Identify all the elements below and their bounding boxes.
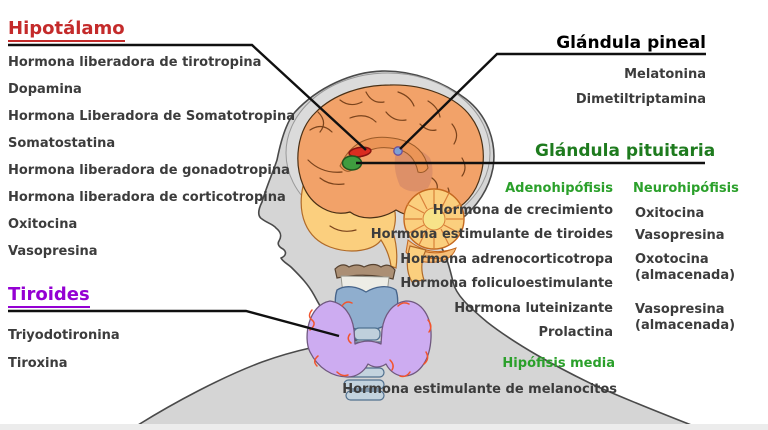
- hypothalamus-section-title: Hipotálamo: [8, 19, 125, 42]
- bottom-edge-strip: [0, 424, 768, 430]
- pars-intermedia-title: Hipófisis media: [502, 356, 615, 371]
- hormone-item: Hormona foliculoestimulante: [400, 276, 613, 292]
- thyroid-illustration: [306, 263, 432, 401]
- thyroid-hormone-list: Triyodotironina Tiroxina: [8, 321, 120, 377]
- hormone-item: Hormona de crecimiento: [432, 203, 613, 218]
- hormone-item: Hormona estimulante de melanocitos: [342, 382, 617, 397]
- pineal-leader-line: [399, 52, 706, 150]
- pineal-section: Glándula pineal Melatonina Dimetiltripta…: [556, 33, 706, 112]
- hypothalamus-hormone-list: Hormona liberadora de tirotropina Dopami…: [8, 49, 295, 265]
- hormone-item: Oxotocina (almacenada): [635, 252, 736, 283]
- hormone-item: Melatonina: [624, 67, 706, 82]
- hormone-item: Hormona liberadora de tirotropina: [8, 55, 262, 70]
- hormone-item: Tiroxina: [8, 355, 68, 371]
- hormone-item: Hormona adrenocorticotropa: [400, 251, 613, 267]
- hormone-item: Prolactina: [538, 324, 613, 340]
- hormone-item: Somatostatina: [8, 136, 116, 151]
- hormone-item: Hormona liberadora de gonadotropina: [8, 163, 290, 178]
- adenohypophysis-hormone-list: Hormona de crecimiento Hormona estimulan…: [371, 199, 613, 345]
- hormone-item: Triyodotironina: [8, 327, 120, 343]
- hormone-item: Dopamina: [8, 82, 82, 97]
- leader-lines: [8, 43, 706, 338]
- hormone-item: Vasopresina (almacenada): [635, 302, 736, 333]
- neurohypophysis-column-title: Neurohipófisis: [633, 181, 739, 196]
- pituitary-section-title: Glándula pituitaria: [535, 141, 716, 161]
- hormone-item: Vasopresina: [8, 244, 98, 259]
- hormone-item: Vasopresina: [635, 228, 725, 243]
- thyroid-leader-line: [8, 309, 340, 338]
- hypothalamus-leader-line: [8, 43, 367, 151]
- brain-gyri: [307, 91, 466, 232]
- thyroid-section-title: Tiroides: [8, 285, 90, 308]
- brainstem: [406, 245, 427, 283]
- hormone-item: Hormona liberadora de corticotropina: [8, 190, 286, 205]
- thyroid-vessels: [308, 301, 432, 378]
- cerebellum: [403, 188, 465, 263]
- adenohypophysis-column-title: Adenohipófisis: [505, 181, 613, 196]
- hormone-item: Oxitocina: [635, 206, 705, 221]
- hormone-item: Hormona Liberadora de Somatotropina: [8, 109, 295, 124]
- hormone-item: Oxitocina: [8, 217, 78, 232]
- hormone-item: Dimetiltriptamina: [575, 92, 706, 107]
- pineal-section-title: Glándula pineal: [556, 33, 706, 53]
- hormone-item: Hormona estimulante de tiroides: [370, 227, 613, 243]
- hormone-item: Hormona luteinizante: [454, 300, 613, 316]
